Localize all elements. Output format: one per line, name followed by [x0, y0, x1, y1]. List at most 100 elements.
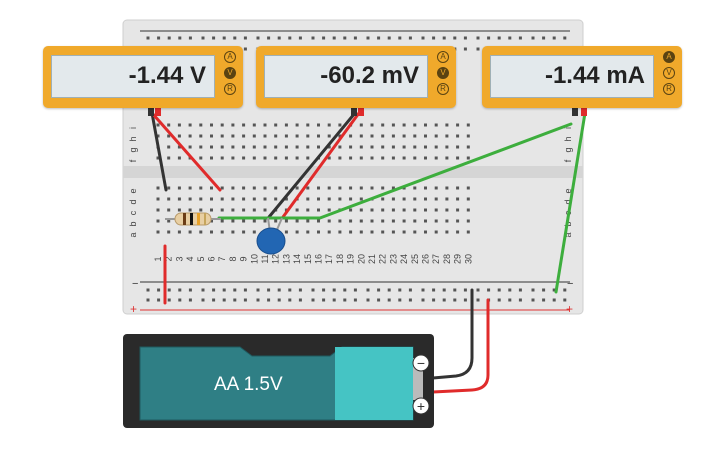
breadboard-hole[interactable]	[157, 298, 161, 302]
breadboard-hole[interactable]	[497, 36, 501, 40]
breadboard-hole[interactable]	[353, 36, 357, 40]
breadboard-hole[interactable]	[413, 208, 417, 212]
breadboard-hole[interactable]	[456, 186, 460, 190]
resistor[interactable]	[165, 212, 221, 226]
breadboard-hole[interactable]	[177, 197, 181, 201]
breadboard-hole[interactable]	[284, 145, 288, 149]
breadboard-hole[interactable]	[456, 208, 460, 212]
breadboard-hole[interactable]	[349, 208, 353, 212]
meter2-red-probe-wire[interactable]	[281, 111, 361, 219]
breadboard-hole[interactable]	[274, 219, 278, 223]
breadboard-hole[interactable]	[242, 156, 246, 160]
breadboard-hole[interactable]	[402, 145, 406, 149]
breadboard-hole[interactable]	[263, 156, 267, 160]
breadboard-hole[interactable]	[263, 186, 267, 190]
breadboard-hole[interactable]	[434, 145, 438, 149]
breadboard-hole[interactable]	[476, 298, 480, 302]
breadboard-hole[interactable]	[370, 230, 374, 234]
breadboard-hole[interactable]	[359, 230, 363, 234]
breadboard-hole[interactable]	[391, 145, 395, 149]
battery-holder[interactable]: − +	[123, 334, 434, 428]
multimeter-2-mode-amps[interactable]: A	[437, 51, 449, 63]
breadboard-hole[interactable]	[563, 36, 567, 40]
breadboard-hole[interactable]	[381, 197, 385, 201]
breadboard-hole[interactable]	[408, 36, 412, 40]
breadboard-hole[interactable]	[338, 123, 342, 127]
breadboard-hole[interactable]	[370, 156, 374, 160]
breadboard-hole[interactable]	[338, 186, 342, 190]
breadboard-hole[interactable]	[353, 288, 357, 292]
breadboard-hole[interactable]	[311, 298, 315, 302]
breadboard-hole[interactable]	[338, 156, 342, 160]
breadboard-hole[interactable]	[349, 145, 353, 149]
breadboard-hole[interactable]	[413, 219, 417, 223]
breadboard-hole[interactable]	[167, 186, 171, 190]
breadboard-hole[interactable]	[476, 288, 480, 292]
breadboard-hole[interactable]	[381, 230, 385, 234]
breadboard-hole[interactable]	[432, 298, 436, 302]
breadboard-hole[interactable]	[156, 186, 160, 190]
breadboard-hole[interactable]	[453, 298, 457, 302]
multimeter-3[interactable]: -1.44 mA A V R	[482, 46, 682, 108]
breadboard-hole[interactable]	[231, 186, 235, 190]
breadboard-hole[interactable]	[381, 123, 385, 127]
breadboard-hole[interactable]	[434, 134, 438, 138]
breadboard-hole[interactable]	[222, 288, 226, 292]
breadboard-hole[interactable]	[466, 219, 470, 223]
breadboard-hole[interactable]	[188, 230, 192, 234]
breadboard-hole[interactable]	[242, 186, 246, 190]
breadboard-hole[interactable]	[146, 298, 150, 302]
breadboard-hole[interactable]	[381, 208, 385, 212]
breadboard-hole[interactable]	[434, 219, 438, 223]
breadboard-hole[interactable]	[322, 36, 326, 40]
breadboard-hole[interactable]	[402, 219, 406, 223]
breadboard-hole[interactable]	[243, 298, 247, 302]
breadboard-hole[interactable]	[306, 186, 310, 190]
breadboard-hole[interactable]	[370, 208, 374, 212]
breadboard-hole[interactable]	[267, 36, 271, 40]
multimeter-3-mode-volts[interactable]: V	[663, 67, 675, 79]
breadboard-hole[interactable]	[277, 298, 281, 302]
breadboard-hole[interactable]	[552, 36, 556, 40]
breadboard-hole[interactable]	[252, 219, 256, 223]
breadboard-hole[interactable]	[210, 123, 213, 127]
breadboard-hole[interactable]	[256, 288, 260, 292]
breadboard-hole[interactable]	[210, 197, 213, 201]
breadboard-hole[interactable]	[366, 298, 370, 302]
breadboard-hole[interactable]	[338, 134, 342, 138]
breadboard-hole[interactable]	[156, 219, 160, 223]
breadboard-hole[interactable]	[306, 156, 310, 160]
breadboard-hole[interactable]	[322, 288, 326, 292]
breadboard-hole[interactable]	[274, 145, 278, 149]
breadboard-hole[interactable]	[306, 219, 310, 223]
breadboard-hole[interactable]	[252, 145, 256, 149]
breadboard-hole[interactable]	[518, 298, 522, 302]
breadboard-hole[interactable]	[288, 36, 292, 40]
breadboard-hole[interactable]	[298, 36, 302, 40]
breadboard-hole[interactable]	[531, 288, 535, 292]
multimeter-2-mode-ohms[interactable]: R	[437, 83, 449, 95]
breadboard-hole[interactable]	[274, 123, 278, 127]
breadboard-hole[interactable]	[177, 134, 181, 138]
breadboard-hole[interactable]	[531, 36, 535, 40]
breadboard-hole[interactable]	[327, 156, 331, 160]
breadboard-hole[interactable]	[188, 197, 192, 201]
breadboard-hole[interactable]	[408, 298, 412, 302]
battery-black-wire[interactable]	[431, 288, 474, 380]
breadboard-hole[interactable]	[466, 145, 470, 149]
breadboard-hole[interactable]	[199, 156, 203, 160]
breadboard-hole[interactable]	[497, 298, 501, 302]
breadboard-hole[interactable]	[445, 186, 449, 190]
breadboard-hole[interactable]	[177, 230, 181, 234]
breadboard-hole[interactable]	[421, 288, 425, 292]
breadboard-hole[interactable]	[220, 123, 224, 127]
breadboard-hole[interactable]	[284, 134, 288, 138]
breadboard-hole[interactable]	[231, 230, 235, 234]
breadboard-hole[interactable]	[201, 298, 205, 302]
breadboard-hole[interactable]	[377, 298, 381, 302]
breadboard-hole[interactable]	[188, 36, 192, 40]
breadboard-hole[interactable]	[306, 208, 310, 212]
breadboard-hole[interactable]	[220, 134, 224, 138]
breadboard-hole[interactable]	[563, 288, 567, 292]
breadboard-hole[interactable]	[317, 197, 320, 201]
